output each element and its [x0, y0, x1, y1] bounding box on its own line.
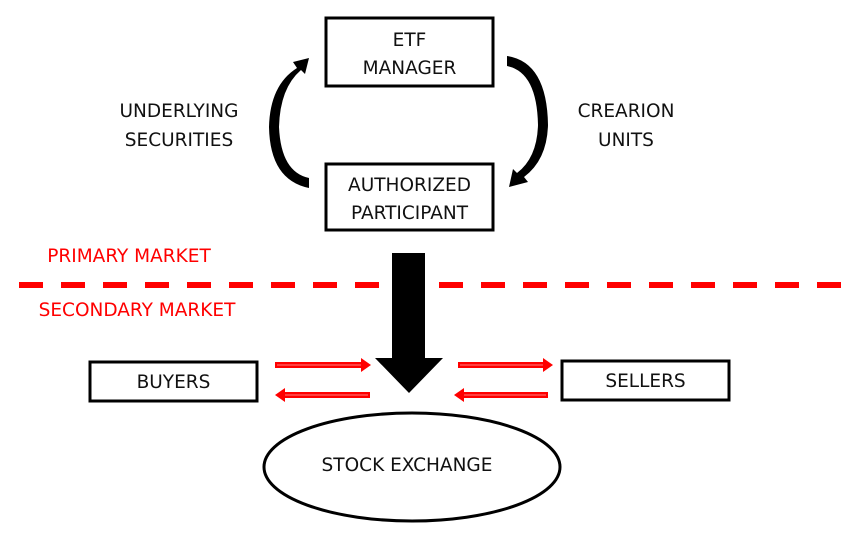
authorized-participant-label-line2: PARTICIPANT: [351, 203, 469, 224]
sellers-box: [560, 359, 731, 402]
secondary-market-label: SECONDARY MARKET: [39, 300, 236, 321]
down-arrow-icon: [375, 253, 443, 393]
sellers-label: SELLERS: [605, 371, 685, 392]
etf-manager-label-line1: ETF: [393, 30, 427, 51]
buyers-node: BUYERS: [88, 360, 259, 403]
arrow-right-icon: [543, 358, 553, 372]
stock-exchange-ellipse: [262, 411, 562, 523]
underlying-securities-label-line2: SECURITIES: [125, 130, 233, 151]
buyers-box: [88, 360, 259, 403]
underlying-securities-arrow: [269, 58, 309, 188]
exchange-to-buyers-arrow: [275, 388, 370, 402]
exchange-to-sellers-arrow: [458, 358, 553, 372]
arrow-right-icon: [361, 358, 371, 372]
creation-units-arrow: [507, 56, 548, 187]
buyers-to-exchange-arrow: [275, 358, 371, 372]
authorized-participant-node: AUTHORIZED PARTICIPANT: [324, 162, 495, 232]
etf-manager-box: [324, 16, 495, 88]
curved-arrow-right-icon: [507, 56, 548, 187]
creation-units-label-line1: CREARION: [578, 101, 675, 122]
arrow-left-icon: [454, 388, 464, 402]
etf-manager-label-line2: MANAGER: [363, 58, 457, 79]
etf-manager-node: ETF MANAGER: [324, 16, 495, 88]
curved-arrow-left-icon: [269, 58, 309, 188]
stock-exchange-node: STOCK EXCHANGE: [262, 411, 562, 523]
underlying-securities-label-line1: UNDERLYING: [120, 101, 239, 122]
creation-units-label-line2: UNITS: [598, 130, 654, 151]
sellers-to-exchange-arrow: [454, 388, 548, 402]
stock-exchange-label: STOCK EXCHANGE: [322, 455, 493, 476]
arrow-left-icon: [275, 388, 285, 402]
primary-market-label: PRIMARY MARKET: [47, 246, 211, 267]
authorized-participant-box: [324, 162, 495, 232]
buyers-label: BUYERS: [137, 372, 211, 393]
authorized-participant-label-line1: AUTHORIZED: [348, 175, 471, 196]
sellers-node: SELLERS: [560, 359, 731, 402]
